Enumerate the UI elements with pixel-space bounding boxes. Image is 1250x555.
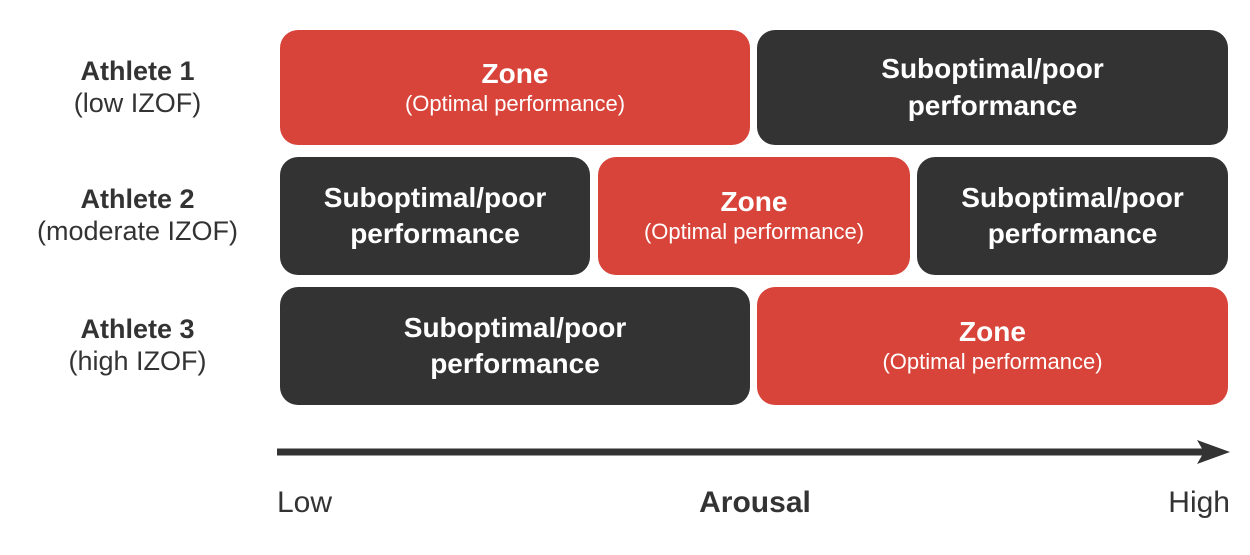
athlete-3-zone-block: Zone (Optimal performance) (757, 287, 1228, 405)
zone-block-subtitle: (Optimal performance) (882, 349, 1103, 375)
athlete-3-suboptimal-block: Suboptimal/poor performance (280, 287, 750, 405)
athlete-1-label: Athlete 1 (low IZOF) (0, 30, 275, 145)
suboptimal-block-line1: Suboptimal/poor (403, 311, 627, 343)
zone-block-title: Zone (959, 316, 1026, 348)
athlete-1-suboptimal-block: Suboptimal/poor performance (757, 30, 1228, 145)
axis-low-label: Low (277, 486, 333, 519)
zone-block-subtitle: (Optimal performance) (404, 90, 626, 116)
athlete-2-izof-level: (moderate IZOF) (36, 216, 239, 246)
athlete-2-name: Athlete 2 (80, 184, 195, 215)
axis-high-label: High (1168, 486, 1230, 519)
suboptimal-block-line2: performance (987, 218, 1158, 249)
athlete-2-suboptimal-block-right: Suboptimal/poor performance (917, 157, 1228, 275)
suboptimal-block-line1: Suboptimal/poor (323, 181, 547, 213)
zone-block-title: Zone (481, 57, 549, 89)
athlete-1-izof-level: (low IZOF) (73, 87, 202, 118)
athlete-2-label: Athlete 2 (moderate IZOF) (0, 157, 275, 275)
arousal-axis-arrow-icon (277, 440, 1230, 464)
zone-block-title: Zone (720, 186, 788, 218)
suboptimal-block-line2: performance (430, 348, 600, 379)
suboptimal-block-line1: Suboptimal/poor (881, 53, 1104, 85)
athlete-3-name: Athlete 3 (80, 314, 195, 345)
axis-title: Arousal (699, 486, 811, 519)
suboptimal-block-line2: performance (907, 89, 1078, 121)
athlete-1-zone-block: Zone (Optimal performance) (280, 30, 750, 145)
athlete-2-suboptimal-block-left: Suboptimal/poor performance (280, 157, 590, 275)
athlete-1-name: Athlete 1 (80, 55, 195, 86)
athlete-2-zone-block: Zone (Optimal performance) (598, 157, 910, 275)
zone-block-subtitle: (Optimal performance) (643, 219, 865, 245)
suboptimal-block-line1: Suboptimal/poor (961, 181, 1184, 213)
athlete-3-izof-level: (high IZOF) (68, 346, 207, 376)
suboptimal-block-line2: performance (350, 218, 520, 249)
athlete-3-label: Athlete 3 (high IZOF) (0, 287, 275, 405)
